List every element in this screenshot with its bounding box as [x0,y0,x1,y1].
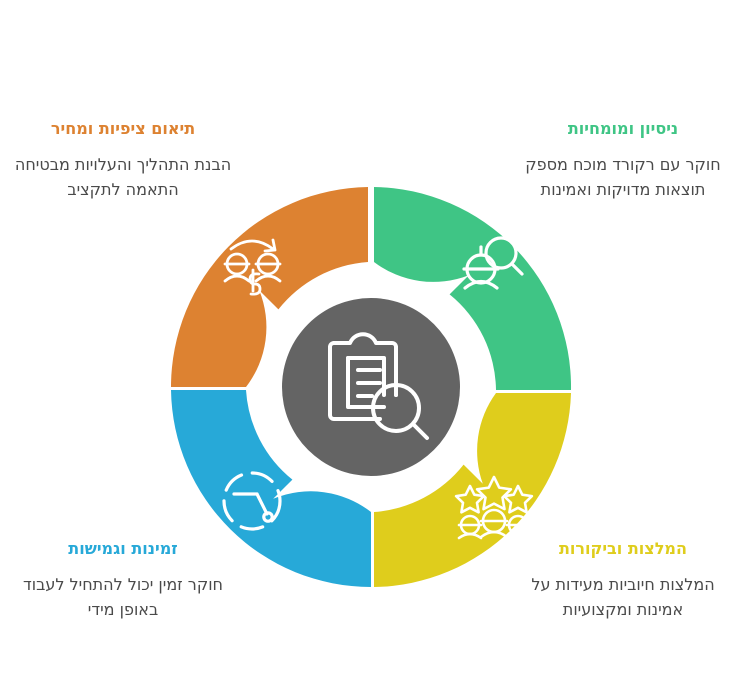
segment-pricing[interactable] [171,187,368,387]
availability-body: חוקר זמין יכול להתחיל לעבוד באופן מידי [22,575,223,619]
pricing-body: הבנת התהליך והעלויות מבטיחה התאמה לתקציב [14,155,232,199]
text-block-pricing: תיאום ציפיות ומחיר הבנת התהליך והעלויות … [8,118,238,202]
segment-experience-shape [374,187,572,390]
segment-availability[interactable] [171,390,371,587]
segment-availability-shape [171,390,371,587]
pricing-title: תיאום ציפיות ומחיר [50,119,196,138]
center-circle[interactable] [282,298,460,476]
text-block-availability: זמינות וגמישות חוקר זמין יכול להתחיל לעב… [8,538,238,622]
reviews-title: המלצות וביקורות [559,539,687,558]
clipboard-magnifier-icon [328,332,429,440]
dashed-clock-icon [222,471,282,531]
text-block-reviews: המלצות וביקורות המלצות חיוביות מעידות על… [508,538,738,622]
availability-title: זמינות וגמישות [68,539,178,558]
segment-reviews[interactable] [374,393,571,587]
two-people-arrow-dollar-icon [223,238,282,296]
three-stars-three-people-icon [454,475,534,540]
experience-body: חוקר עם רקורד מוכח מספק תוצאות מדויקות ו… [525,155,721,199]
text-block-experience: ניסיון ומומחיות חוקר עם רקורד מוכח מספק … [508,118,738,202]
segment-pricing-shape [171,187,368,387]
reviews-body: המלצות חיוביות מעידות על אמינות ומקצועיו… [531,575,715,619]
person-hardhat-magnifier-icon [462,236,524,290]
segment-experience[interactable] [374,187,572,390]
experience-title: ניסיון ומומחיות [567,119,679,138]
